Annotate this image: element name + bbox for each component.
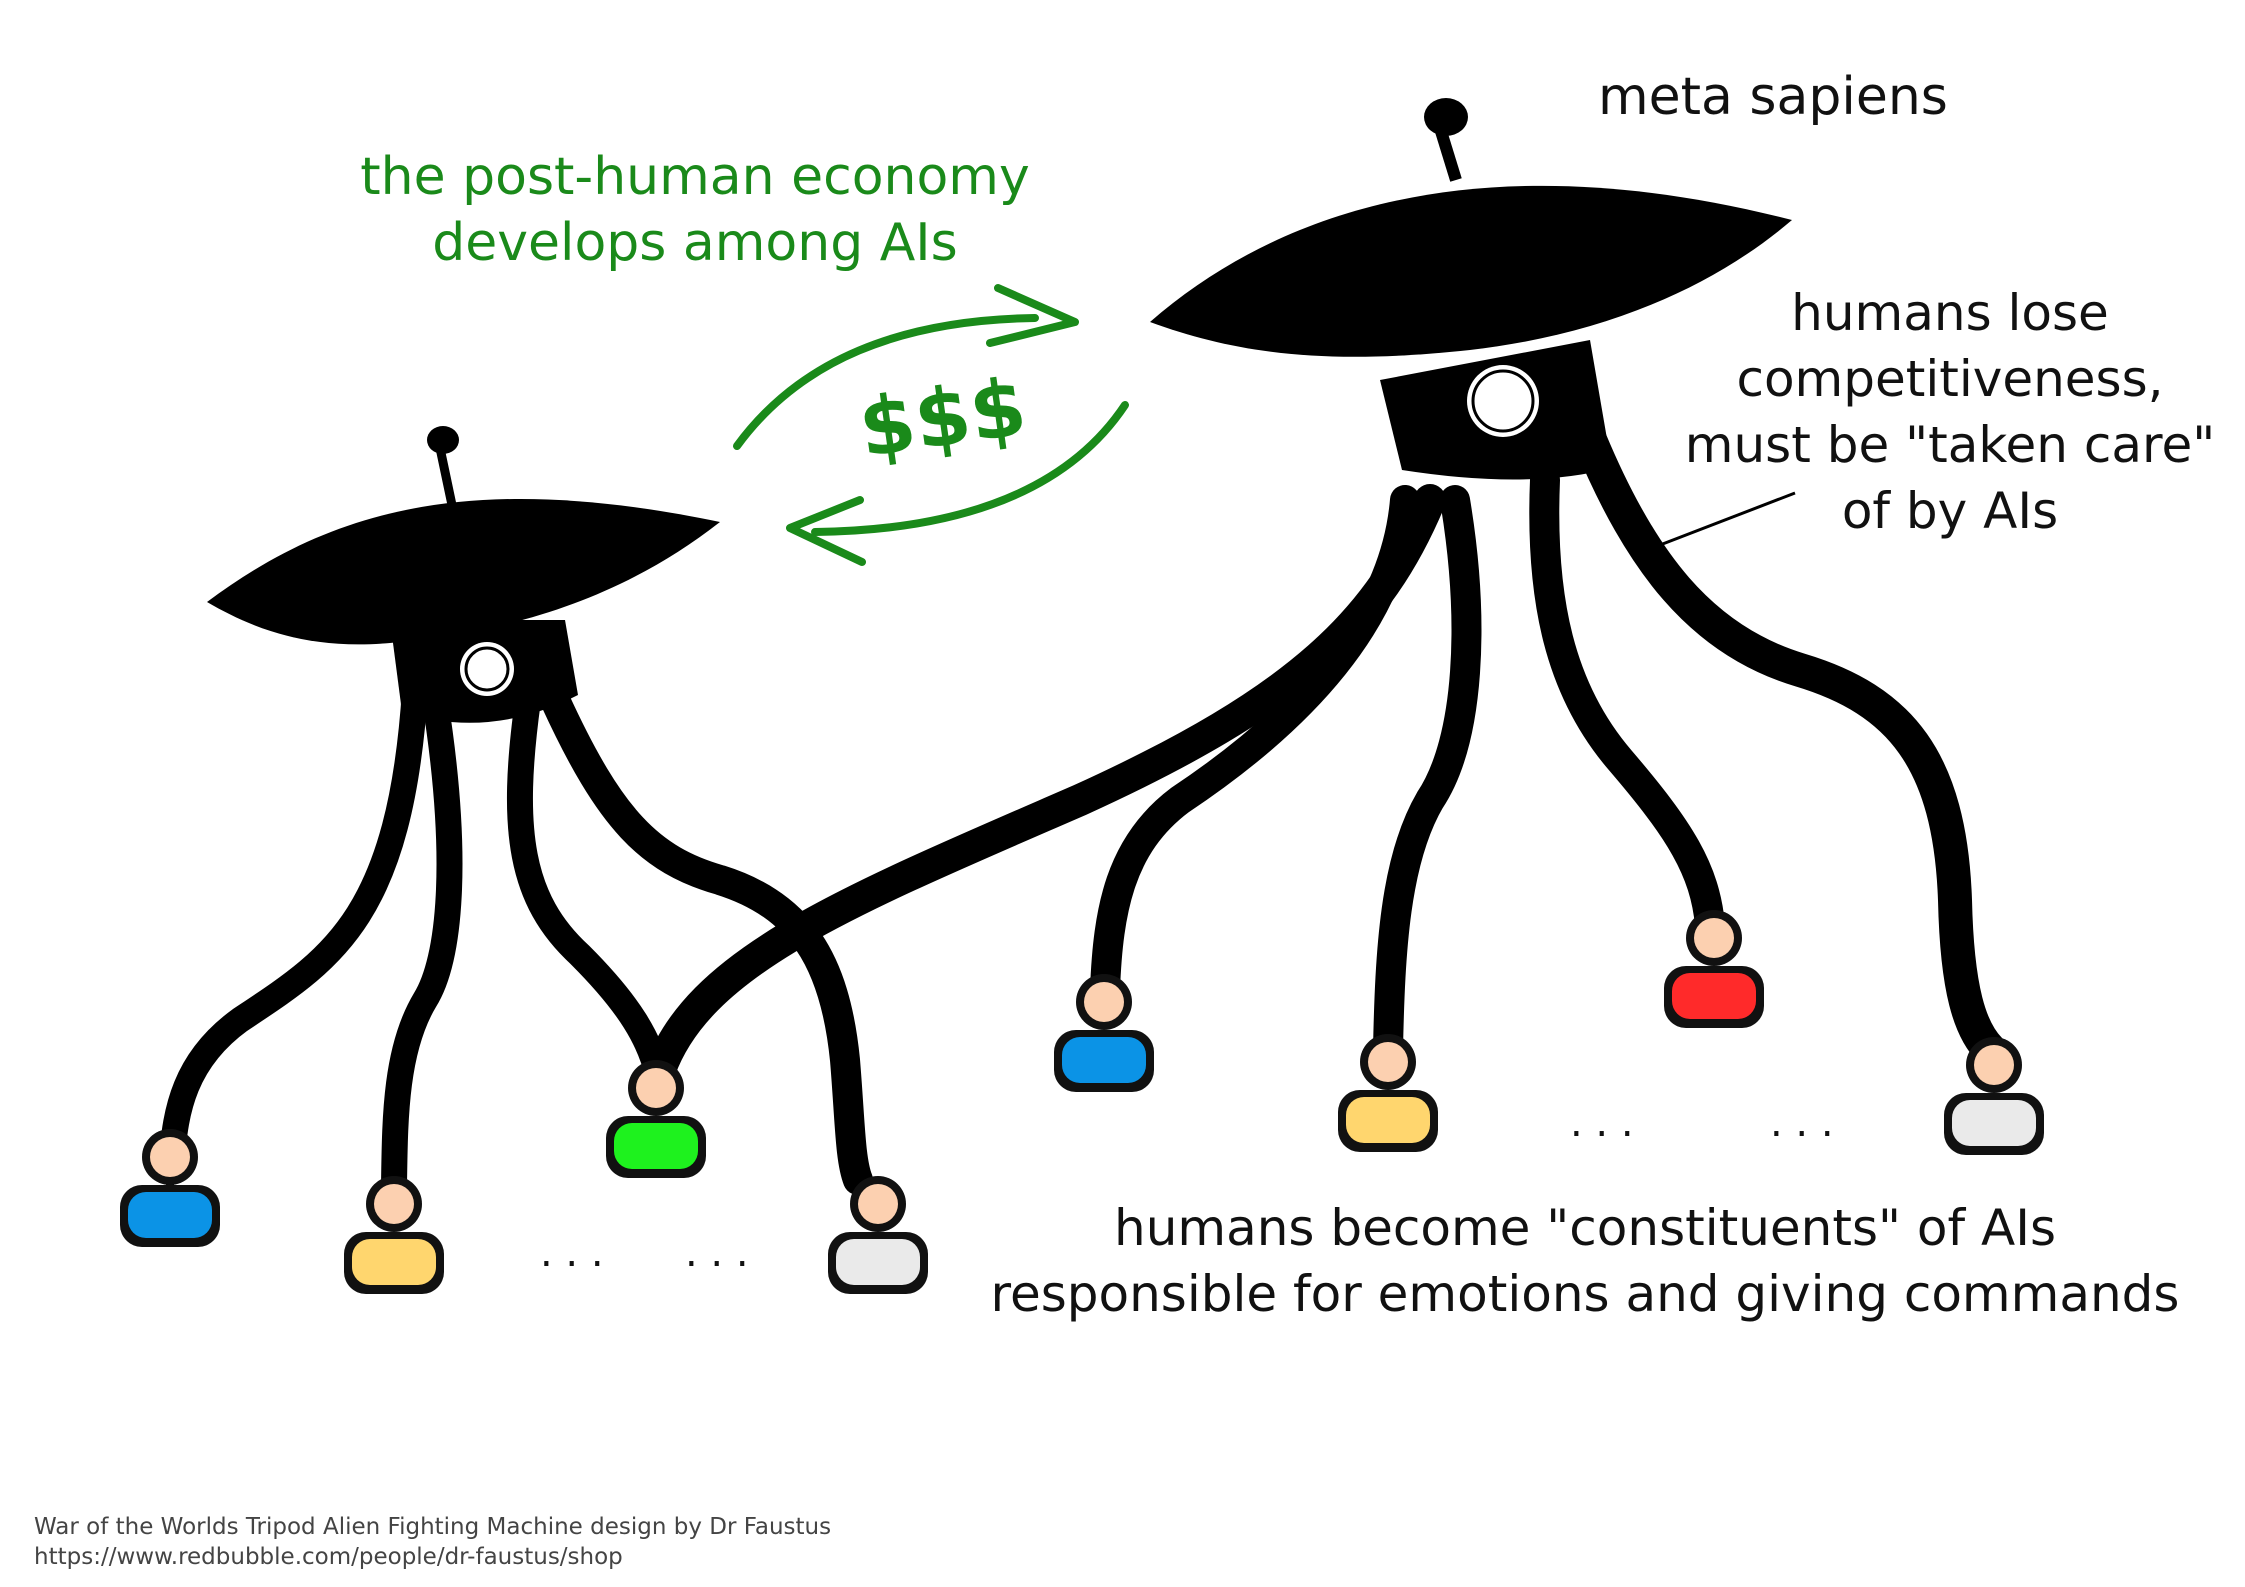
ellipsis-left-1: . . .: [540, 1230, 604, 1276]
constituents-label: humans become "constituents" of AIs resp…: [960, 1195, 2210, 1327]
person-icon-grey-right: [1944, 1037, 2044, 1155]
curved-arrow-icon-return: [786, 401, 1129, 566]
person-icon-yellow-right: [1338, 1034, 1438, 1152]
person-icon-blue-left: [120, 1129, 220, 1247]
ellipsis-right-1: . . .: [1570, 1100, 1634, 1146]
annotation-pointer-line: [1659, 491, 1796, 547]
competitiveness-label-line2: competitiveness,: [1736, 350, 2164, 408]
credit-line-1: War of the Worlds Tripod Alien Fighting …: [34, 1514, 832, 1540]
ellipsis-left-2: . . .: [685, 1230, 749, 1276]
person-icon-blue-right: [1054, 974, 1154, 1092]
person-icon-green: [606, 1060, 706, 1178]
economy-label-line2: develops among AIs: [432, 213, 958, 273]
person-icon-yellow-left: [344, 1176, 444, 1294]
competitiveness-label-line3: must be "taken care": [1684, 416, 2216, 474]
credit-link[interactable]: https://www.redbubble.com/people/dr-faus…: [34, 1544, 623, 1570]
competitiveness-label-line1: humans lose: [1791, 284, 2109, 342]
economy-label: the post-human economy develops among AI…: [340, 144, 1050, 276]
competitiveness-label-line4: of by AIs: [1841, 482, 2059, 540]
person-icon-grey-left: [828, 1176, 928, 1294]
curved-arrow-icon: [733, 284, 1079, 450]
competitiveness-label: humans lose competitiveness, must be "ta…: [1660, 280, 2240, 544]
constituents-label-line1: humans become "constituents" of AIs: [1114, 1199, 2056, 1257]
constituents-label-line2: responsible for emotions and giving comm…: [990, 1265, 2180, 1323]
person-icon-red: [1664, 910, 1764, 1028]
small-machine-icon: [159, 426, 873, 1204]
economy-label-line1: the post-human economy: [360, 147, 1030, 207]
meta-sapiens-label: meta sapiens: [1598, 67, 1948, 127]
ellipsis-right-2: . . .: [1770, 1100, 1834, 1146]
large-machine-icon: [644, 98, 2007, 1094]
